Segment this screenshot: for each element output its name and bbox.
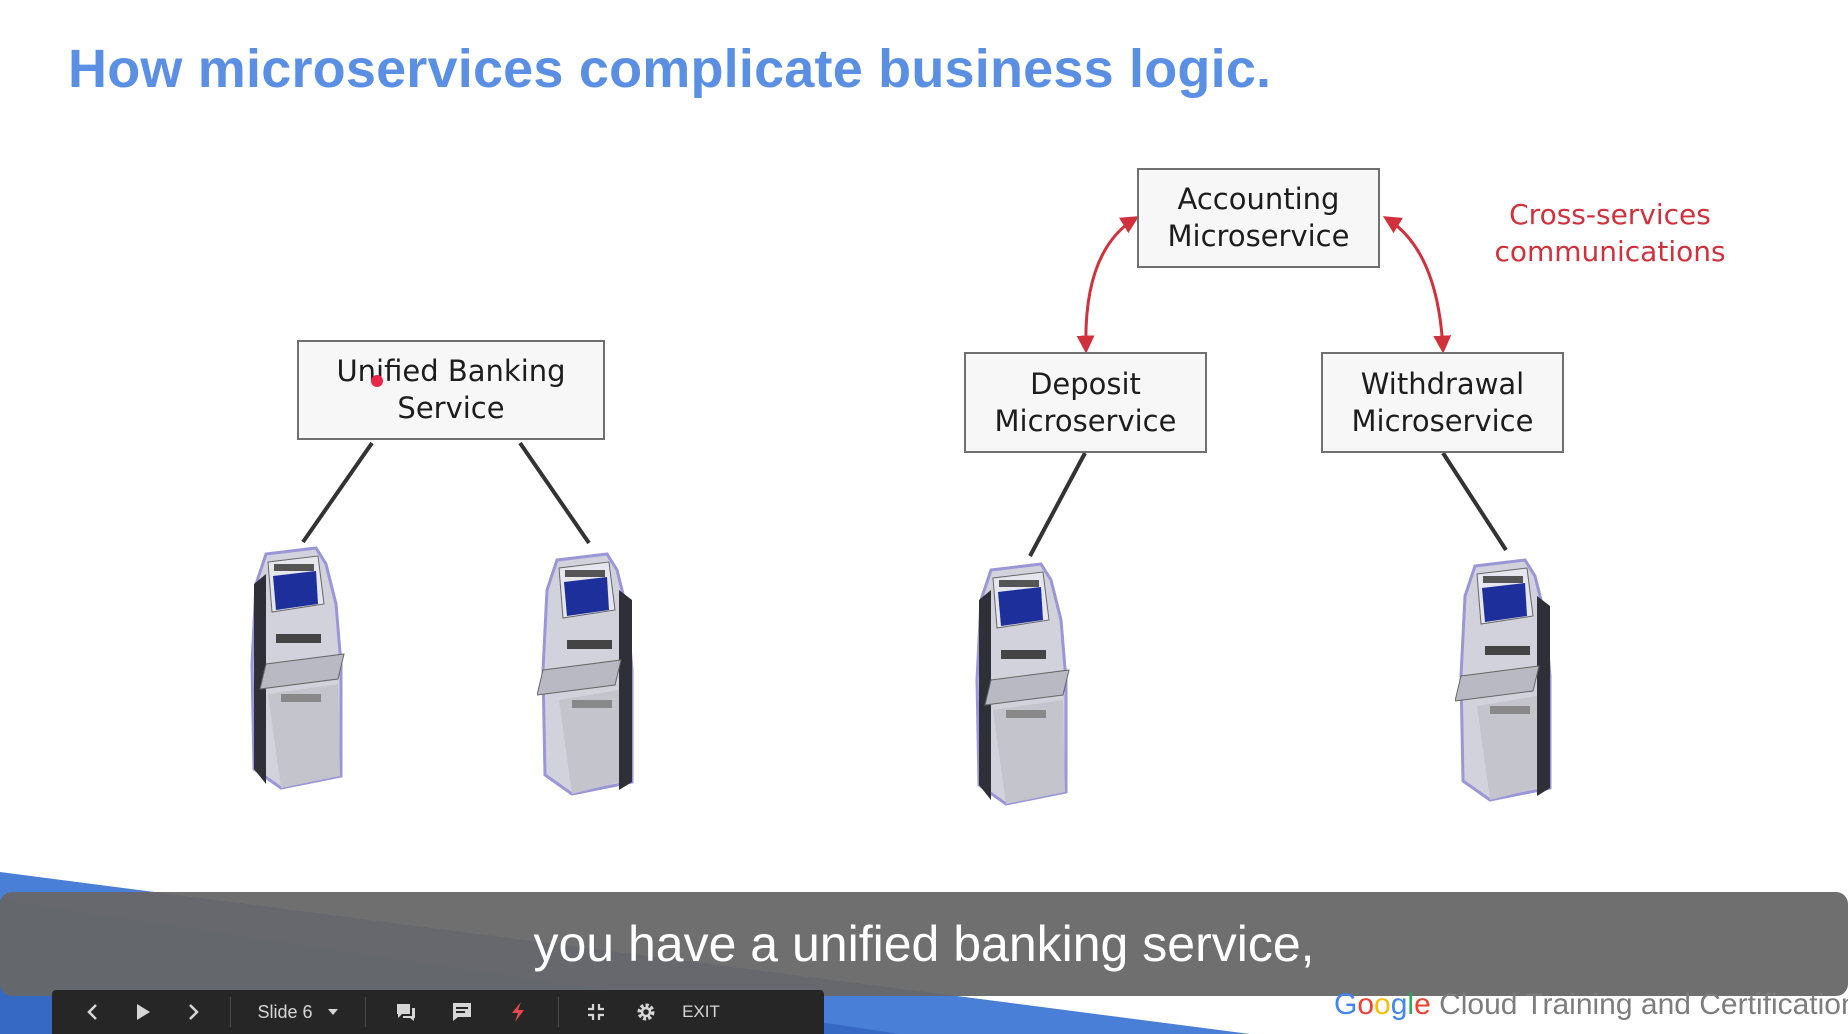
cross-label-line1: Cross-services [1509, 198, 1711, 231]
connector-withdrawal [1441, 451, 1508, 552]
comments-icon [397, 1004, 415, 1021]
comments-button[interactable] [378, 990, 434, 1034]
cross-services-label: Cross-services communications [1470, 196, 1750, 270]
deposit-box-line1: Deposit [1030, 366, 1141, 401]
connector-unified-left [301, 441, 374, 544]
cross-arrow-right [1382, 216, 1452, 354]
cross-arrow-left [1076, 216, 1140, 354]
toolbar-divider [230, 997, 231, 1027]
caption-bar: you have a unified banking service, [0, 892, 1848, 996]
google-wordmark: Google [1334, 988, 1431, 1021]
connector-deposit [1028, 452, 1087, 557]
prev-slide-button[interactable] [68, 990, 118, 1034]
slide-title: How microservices complicate business lo… [68, 39, 1272, 99]
caption-text: you have a unified banking service, [533, 916, 1315, 972]
settings-button[interactable] [621, 990, 671, 1034]
next-slide-button[interactable] [168, 990, 218, 1034]
play-button[interactable] [118, 990, 168, 1034]
toolbar-divider [558, 997, 559, 1027]
deposit-box-line2: Microservice [994, 403, 1177, 438]
connector-unified-right [518, 441, 591, 545]
accounting-box-line2: Microservice [1167, 219, 1350, 253]
slide-selector[interactable]: Slide 6 [243, 990, 353, 1034]
atm-icon [975, 562, 1070, 806]
exit-button[interactable]: EXIT [671, 990, 731, 1034]
brand-text: Cloud Training and Certification [1430, 988, 1848, 1021]
laser-pointer-icon [512, 1002, 524, 1022]
laser-pointer-dot [371, 375, 383, 387]
slides-player-toolbar: Slide 6 EXIT [52, 990, 824, 1034]
gear-icon [637, 1003, 655, 1021]
withdrawal-box-line1: Withdrawal [1360, 366, 1525, 401]
speaker-notes-button[interactable] [434, 990, 490, 1034]
atm-icon [537, 552, 634, 796]
atm-icon [1455, 558, 1552, 802]
speaker-notes-icon [453, 1003, 471, 1021]
exit-fullscreen-button[interactable] [571, 990, 621, 1034]
play-icon [137, 1004, 150, 1020]
atm-icon [250, 546, 345, 790]
chevron-right-icon [189, 1004, 199, 1020]
chevron-left-icon [87, 1004, 97, 1020]
google-cloud-training-logo: Google Cloud Training and Certification [1334, 988, 1848, 1022]
slide-number-label: Slide 6 [257, 1001, 313, 1022]
exit-label: EXIT [682, 1002, 720, 1021]
cross-label-line2: communications [1494, 235, 1726, 268]
accounting-box-line1: Accounting [1177, 182, 1340, 216]
unified-box-line2: Service [397, 391, 505, 425]
toolbar-divider [365, 997, 366, 1027]
unified-box-line1: Unified Banking [336, 354, 566, 388]
caret-down-icon [327, 1009, 338, 1015]
withdrawal-box-line2: Microservice [1351, 403, 1534, 438]
laser-pointer-button[interactable] [490, 990, 546, 1034]
exit-fullscreen-icon [588, 1004, 604, 1020]
